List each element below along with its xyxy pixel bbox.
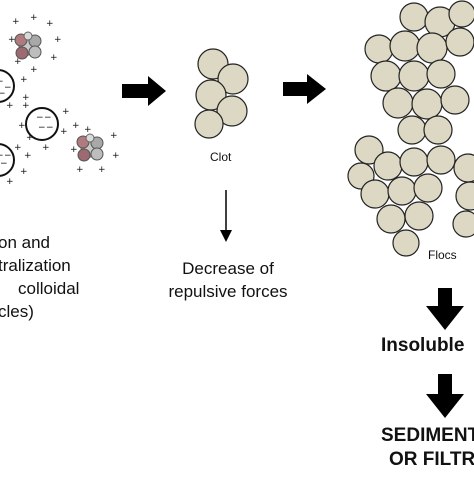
svg-text:+: + — [8, 35, 16, 45]
left-label-line-3: colloidal — [18, 279, 80, 298]
svg-text:+: + — [76, 165, 84, 175]
floc-particle — [426, 59, 456, 89]
svg-text:+: + — [22, 93, 30, 103]
decrease-label-line-2: repulsive forces — [168, 282, 288, 301]
svg-text:+: + — [50, 53, 58, 63]
process-arrow-1 — [122, 76, 166, 106]
svg-text:−: − — [0, 159, 8, 169]
charge-signs: +++ +++ ++ −−− +++ −−−− +++ +++ −−− +++ … — [0, 13, 120, 187]
floc-particle — [360, 179, 390, 209]
svg-text:+: + — [54, 35, 62, 45]
svg-text:+: + — [30, 65, 38, 75]
svg-text:+: + — [6, 177, 14, 187]
floc-particle — [448, 0, 474, 28]
insoluble-label: Insoluble — [381, 335, 465, 356]
decrease-label-line-1: Decrease of — [182, 259, 274, 278]
floc-particle — [423, 115, 453, 145]
svg-text:−: − — [4, 151, 12, 161]
svg-text:−: − — [0, 151, 4, 161]
svg-text:+: + — [14, 143, 22, 153]
floc-particle — [452, 210, 474, 238]
floc-particle — [397, 115, 427, 145]
svg-text:+: + — [20, 75, 28, 85]
svg-text:+: + — [70, 145, 78, 155]
left-label-line-2: tralization — [0, 256, 71, 275]
colloid-particle — [0, 143, 15, 177]
svg-text:+: + — [6, 101, 14, 111]
svg-text:+: + — [24, 151, 32, 161]
svg-text:−: − — [46, 123, 54, 133]
svg-text:+: + — [84, 125, 92, 135]
floc-particle — [364, 34, 394, 64]
floc-particle — [373, 151, 403, 181]
svg-text:+: + — [110, 131, 118, 141]
svg-text:+: + — [42, 143, 50, 153]
floc-particle — [399, 147, 429, 177]
final-label: SEDIMENT OR FILTR — [381, 424, 474, 472]
final-label-line-2: OR FILTR — [389, 449, 474, 470]
floc-particle — [440, 85, 470, 115]
svg-text:+: + — [62, 107, 70, 117]
svg-text:−: − — [4, 83, 12, 93]
floc-particle — [370, 60, 402, 92]
floc-particle — [404, 201, 434, 231]
floc-particle — [354, 135, 384, 165]
thick-down-arrow-1 — [426, 288, 464, 330]
floc-particle — [399, 2, 429, 32]
floc-particle — [453, 153, 474, 183]
svg-text:−: − — [0, 77, 4, 87]
svg-text:+: + — [30, 13, 38, 23]
floc-particle — [389, 30, 421, 62]
svg-text:−: − — [0, 89, 6, 99]
impurity-cluster — [76, 133, 104, 162]
clot-group — [194, 48, 249, 139]
thin-down-arrow — [220, 190, 232, 242]
svg-text:+: + — [72, 121, 80, 131]
clot-particle — [216, 95, 248, 127]
svg-text:+: + — [98, 165, 106, 175]
floc-particle — [376, 204, 406, 234]
clot-particle — [194, 109, 224, 139]
svg-text:+: + — [26, 133, 34, 143]
svg-text:+: + — [14, 57, 22, 67]
left-label-line-4: cles) — [0, 302, 34, 321]
floc-particle — [413, 173, 443, 203]
svg-text:+: + — [18, 121, 26, 131]
floc-particle — [445, 27, 474, 57]
floc-particle — [387, 176, 417, 206]
final-label-line-1: SEDIMENT — [381, 425, 474, 446]
svg-text:−: − — [44, 113, 52, 123]
left-label: on and tralization colloidal cles) — [0, 231, 118, 323]
decrease-label: Decrease of repulsive forces — [166, 257, 290, 303]
floc-particle — [426, 145, 456, 175]
process-arrow-2 — [283, 74, 326, 104]
thick-down-arrow-2 — [426, 374, 464, 418]
impurity-cluster — [14, 31, 42, 60]
floc-particle — [416, 32, 448, 64]
floc-particle — [455, 181, 474, 211]
svg-text:+: + — [46, 19, 54, 29]
svg-text:−: − — [36, 113, 44, 123]
floc-particle — [398, 60, 430, 92]
svg-text:+: + — [112, 151, 120, 161]
colloid-particle — [25, 107, 59, 141]
colloid-group: +++ +++ ++ −−− +++ −−−− +++ +++ −−− +++ … — [0, 13, 120, 187]
floc-particle — [392, 229, 420, 257]
clot-particle — [217, 63, 249, 95]
floc-particle — [382, 87, 414, 119]
floc-particle — [411, 88, 443, 120]
svg-text:+: + — [22, 101, 30, 111]
colloid-particle — [0, 69, 15, 103]
flocs-label: Flocs — [428, 248, 457, 262]
svg-text:+: + — [60, 127, 68, 137]
svg-text:+: + — [20, 167, 28, 177]
clot-label: Clot — [210, 150, 232, 164]
svg-text:+: + — [12, 17, 20, 27]
flocs-group — [347, 0, 474, 257]
svg-text:−: − — [38, 123, 46, 133]
left-label-line-1: on and — [0, 233, 50, 252]
